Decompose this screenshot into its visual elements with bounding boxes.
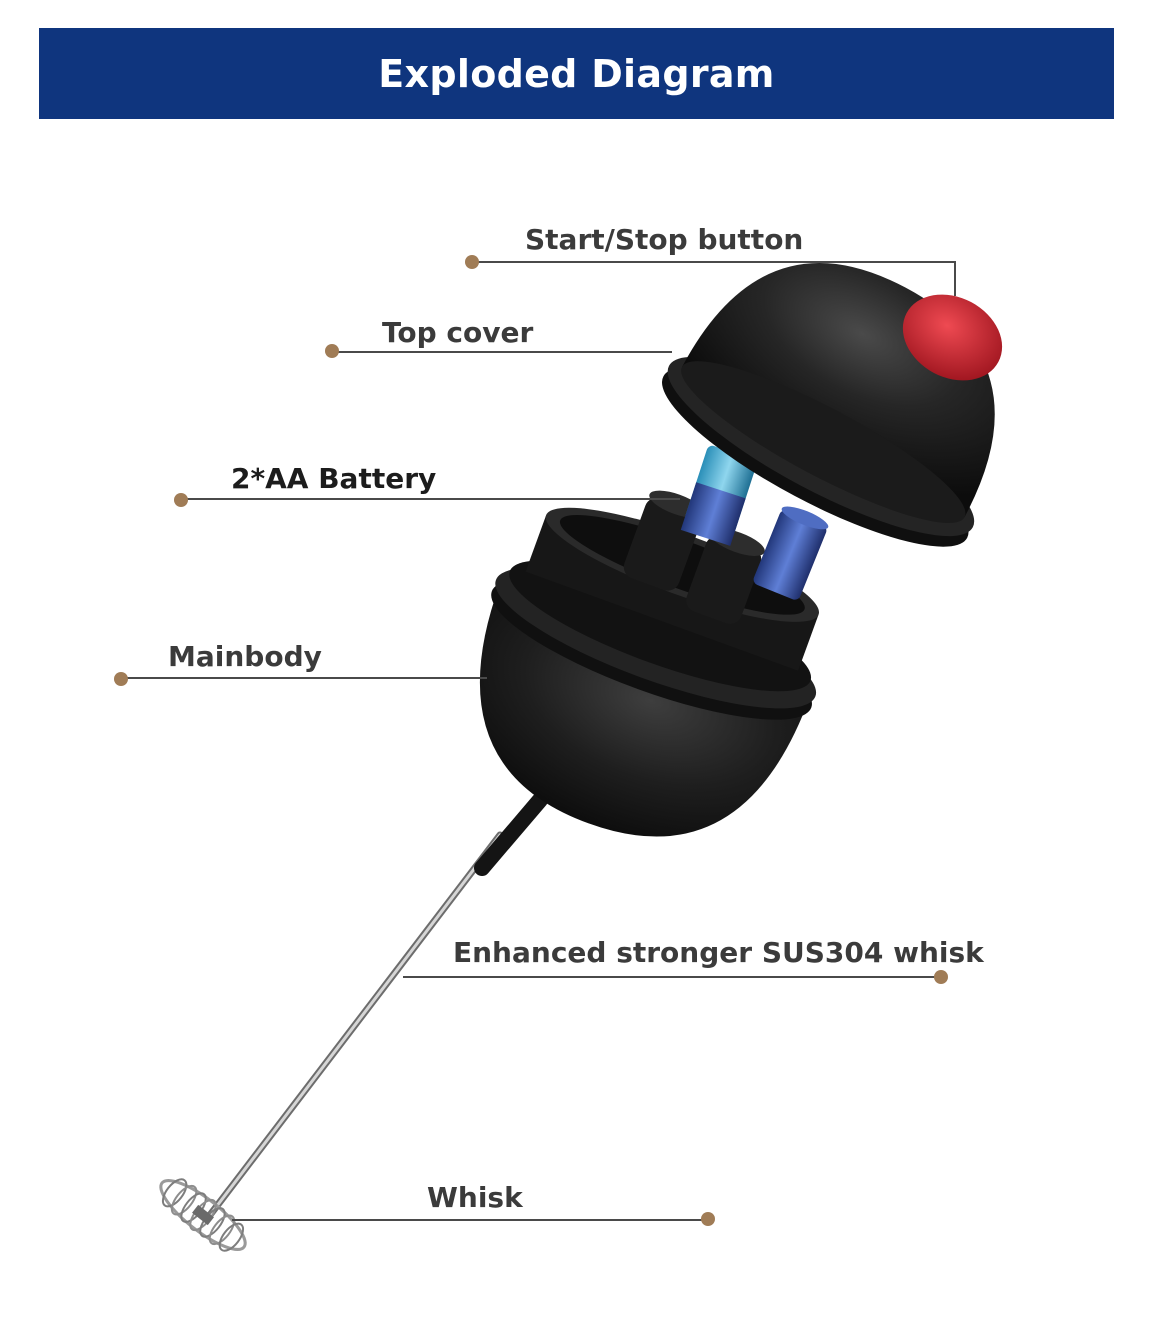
label-start-stop-button: Start/Stop button — [525, 223, 804, 256]
page-title: Exploded Diagram — [378, 51, 775, 96]
label-top-cover: Top cover — [382, 316, 534, 349]
leader-start-stop — [472, 261, 956, 296]
title-banner: Exploded Diagram — [39, 28, 1114, 119]
mainbody-graphic — [479, 490, 820, 837]
label-mainbody: Mainbody — [168, 640, 322, 673]
callout-dots — [114, 255, 948, 1226]
leader-lines — [121, 261, 956, 1221]
dot-battery — [174, 493, 188, 507]
whisk-shaft-graphic — [206, 792, 548, 1219]
dot-mainbody — [114, 672, 128, 686]
dot-top-cover — [325, 344, 339, 358]
top-cover-graphic — [662, 262, 1003, 547]
label-whisk-shaft: Enhanced stronger SUS304 whisk — [453, 936, 984, 969]
dot-start-stop — [465, 255, 479, 269]
whisk-head-graphic — [159, 1178, 247, 1252]
label-battery: 2*AA Battery — [231, 462, 437, 495]
label-whisk: Whisk — [427, 1181, 523, 1214]
dot-whisk-shaft — [934, 970, 948, 984]
dot-whisk — [701, 1212, 715, 1226]
